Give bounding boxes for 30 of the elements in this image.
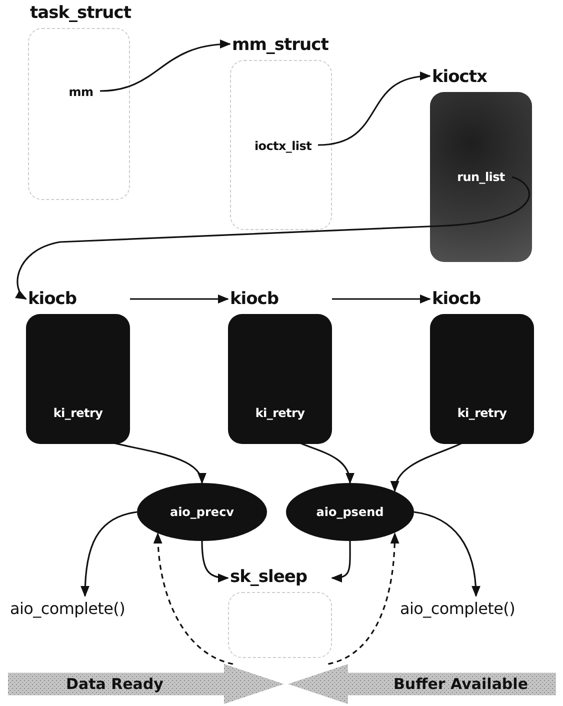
arrow [201,540,230,582]
struct-heading: sk_sleep [229,566,308,588]
struct-heading: kiocb [27,288,78,310]
function-ellipse: aio_psend [286,483,414,541]
struct-heading: kiocb [229,288,280,310]
struct-heading: kiocb [431,288,482,310]
arrow [332,294,432,304]
field-label: ki_retry [242,404,318,422]
function-label: aio_complete() [10,596,160,620]
arrow-label: Buffer Available [394,675,528,693]
arrow [330,541,351,582]
arrow [15,176,530,300]
dashed-arrow [154,532,234,665]
field-label: ioctx_list [247,137,319,155]
struct-heading: task_struct [29,2,130,24]
function-ellipse: aio_precv [137,483,267,541]
arrow [130,294,230,304]
dashed-arrow [328,532,400,665]
struct-heading: mm_struct [231,34,330,56]
field-label: run_list [450,168,512,186]
arrow [414,511,480,598]
arrow-label: Data Ready [66,675,164,693]
struct-heading: kioctx [431,66,488,88]
arrow [100,40,232,92]
field-label: mm [61,83,101,101]
function-label: aio_complete() [400,596,552,620]
arrow [80,511,138,598]
arrow [318,72,432,146]
field-label: ki_retry [444,404,520,422]
field-label: ki_retry [40,404,116,422]
